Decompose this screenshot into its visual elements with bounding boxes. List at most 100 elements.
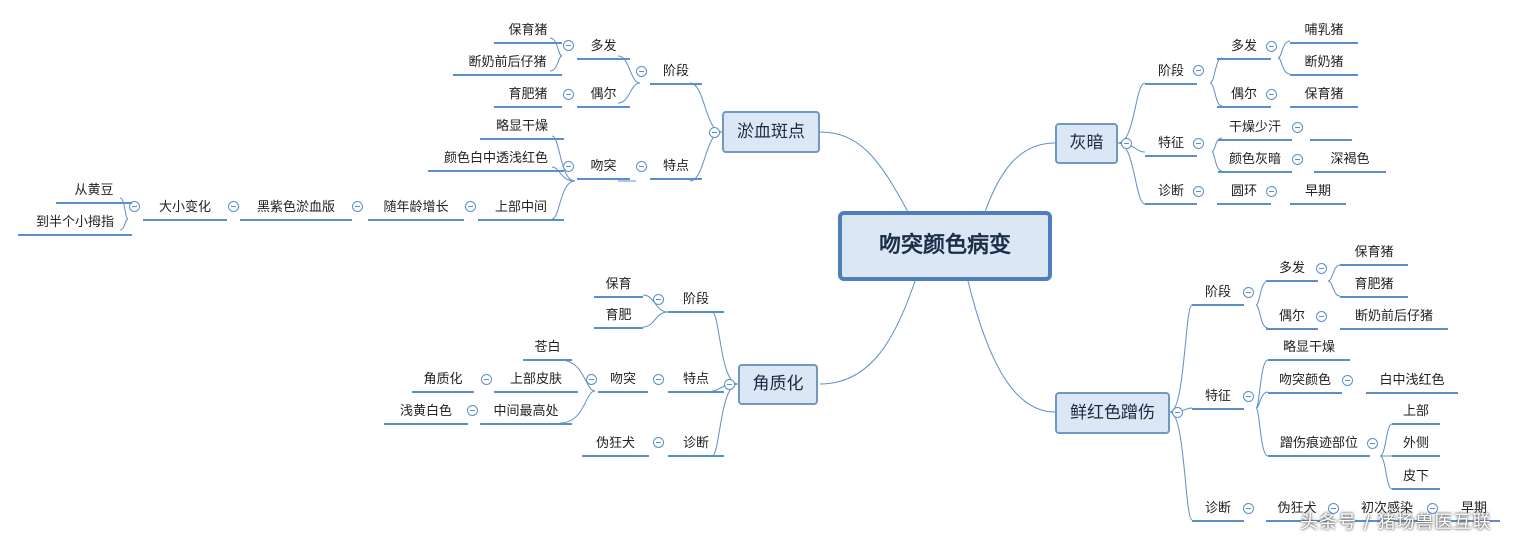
topic-node[interactable]: 黑紫色淤血版 xyxy=(240,200,352,221)
topic-node[interactable]: 圆环 xyxy=(1217,184,1271,205)
collapse-toggle-icon[interactable] xyxy=(653,374,664,385)
collapse-toggle-icon[interactable] xyxy=(1427,503,1438,514)
topic-node[interactable]: 略显干燥 xyxy=(480,119,564,140)
topic-node[interactable]: 蹭伤痕迹部位 xyxy=(1268,436,1370,457)
topic-node[interactable]: 多发 xyxy=(1266,261,1318,282)
branch-jiaozhihua[interactable]: 角质化 xyxy=(738,364,818,405)
collapse-toggle-icon[interactable] xyxy=(352,201,363,212)
topic-node[interactable]: 中间最高处 xyxy=(480,404,572,425)
topic-node[interactable]: 吻突 xyxy=(598,372,648,393)
topic-node[interactable]: 深褐色 xyxy=(1314,152,1386,173)
collapse-toggle-icon[interactable] xyxy=(465,201,476,212)
topic-node[interactable]: 吻突颜色 xyxy=(1268,373,1342,394)
topic-node[interactable]: 干燥少汗 xyxy=(1218,120,1292,141)
topic-node[interactable]: 偶尔 xyxy=(1217,87,1271,108)
topic-node[interactable]: 早期 xyxy=(1448,501,1500,522)
topic-node[interactable]: 上部 xyxy=(1392,404,1440,425)
topic-node[interactable]: 外侧 xyxy=(1392,436,1440,457)
branch-yuxue-bandian[interactable]: 淤血斑点 xyxy=(722,111,820,153)
topic-node[interactable]: 白中浅红色 xyxy=(1366,373,1458,394)
collapse-toggle-icon[interactable] xyxy=(467,405,478,416)
branch-xianhongse-cengshang[interactable]: 鲜红色蹭伤 xyxy=(1055,392,1170,434)
topic-node[interactable]: 特点 xyxy=(668,372,724,393)
topic-node[interactable]: 偶尔 xyxy=(1266,309,1318,330)
collapse-toggle-icon[interactable] xyxy=(636,161,647,172)
collapse-toggle-icon[interactable] xyxy=(129,201,140,212)
collapse-toggle-icon[interactable] xyxy=(653,437,664,448)
topic-node[interactable]: 保育猪 xyxy=(1340,245,1408,266)
topic-node[interactable]: 特征 xyxy=(1192,389,1244,410)
topic-node[interactable]: 初次感染 xyxy=(1350,501,1424,522)
topic-node[interactable]: 阶段 xyxy=(650,64,702,85)
topic-node[interactable]: 大小变化 xyxy=(143,200,227,221)
topic-node[interactable]: 上部中间 xyxy=(478,200,564,221)
collapse-toggle-icon[interactable] xyxy=(1316,311,1327,322)
topic-node[interactable]: 特点 xyxy=(650,159,702,180)
collapse-toggle-icon[interactable] xyxy=(1328,503,1339,514)
collapse-toggle-icon[interactable] xyxy=(586,374,597,385)
topic-node[interactable]: 阶段 xyxy=(1192,285,1244,306)
topic-node[interactable]: 随年龄增长 xyxy=(368,200,464,221)
topic-node-empty[interactable] xyxy=(1310,120,1352,141)
collapse-toggle-icon[interactable] xyxy=(563,161,574,172)
topic-node[interactable]: 吻突 xyxy=(577,159,630,180)
topic-node[interactable]: 浅黄白色 xyxy=(384,404,468,425)
collapse-toggle-icon[interactable] xyxy=(1172,407,1183,418)
collapse-toggle-icon[interactable] xyxy=(653,294,664,305)
topic-node[interactable]: 哺乳猪 xyxy=(1290,23,1358,44)
collapse-toggle-icon[interactable] xyxy=(1292,154,1303,165)
topic-node[interactable]: 诊断 xyxy=(1192,501,1244,522)
collapse-toggle-icon[interactable] xyxy=(1193,65,1204,76)
collapse-toggle-icon[interactable] xyxy=(1121,138,1132,149)
root-topic[interactable]: 吻突颜色病变 xyxy=(838,211,1052,281)
topic-node[interactable]: 多发 xyxy=(577,39,630,60)
collapse-toggle-icon[interactable] xyxy=(1243,391,1254,402)
topic-node[interactable]: 诊断 xyxy=(668,436,724,457)
topic-node[interactable]: 上部皮肤 xyxy=(494,372,578,393)
collapse-toggle-icon[interactable] xyxy=(636,66,647,77)
topic-node[interactable]: 颜色灰暗 xyxy=(1218,152,1292,173)
topic-node[interactable]: 多发 xyxy=(1217,39,1271,60)
collapse-toggle-icon[interactable] xyxy=(1193,186,1204,197)
collapse-toggle-icon[interactable] xyxy=(228,201,239,212)
topic-node[interactable]: 育肥猪 xyxy=(1340,277,1408,298)
topic-node[interactable]: 育肥猪 xyxy=(494,87,562,108)
branch-huian[interactable]: 灰暗 xyxy=(1055,123,1118,164)
topic-node[interactable]: 伪狂犬 xyxy=(1266,501,1328,522)
collapse-toggle-icon[interactable] xyxy=(1193,138,1204,149)
topic-node[interactable]: 保育猪 xyxy=(494,23,562,44)
topic-node[interactable]: 苍白 xyxy=(523,340,572,361)
collapse-toggle-icon[interactable] xyxy=(1243,503,1254,514)
collapse-toggle-icon[interactable] xyxy=(481,374,492,385)
topic-node[interactable]: 保育猪 xyxy=(1290,87,1358,108)
topic-node[interactable]: 特征 xyxy=(1145,136,1197,157)
topic-node[interactable]: 角质化 xyxy=(412,372,474,393)
topic-node[interactable]: 从黄豆 xyxy=(56,183,132,204)
collapse-toggle-icon[interactable] xyxy=(563,40,574,51)
topic-node[interactable]: 断奶前后仔猪 xyxy=(453,55,562,76)
topic-node[interactable]: 保育 xyxy=(594,277,643,298)
topic-node[interactable]: 阶段 xyxy=(668,292,724,313)
topic-node[interactable]: 阶段 xyxy=(1145,64,1197,85)
collapse-toggle-icon[interactable] xyxy=(724,379,735,390)
collapse-toggle-icon[interactable] xyxy=(1266,186,1277,197)
topic-node[interactable]: 略显干燥 xyxy=(1268,340,1350,361)
topic-node[interactable]: 断奶前后仔猪 xyxy=(1340,309,1448,330)
topic-node[interactable]: 到半个小拇指 xyxy=(18,215,132,236)
topic-node[interactable]: 偶尔 xyxy=(577,87,630,108)
collapse-toggle-icon[interactable] xyxy=(1266,89,1277,100)
collapse-toggle-icon[interactable] xyxy=(1243,287,1254,298)
topic-node[interactable]: 诊断 xyxy=(1145,184,1197,205)
topic-node[interactable]: 早期 xyxy=(1290,184,1346,205)
collapse-toggle-icon[interactable] xyxy=(563,89,574,100)
topic-node[interactable]: 皮下 xyxy=(1392,469,1440,490)
collapse-toggle-icon[interactable] xyxy=(1316,263,1327,274)
topic-node[interactable]: 断奶猪 xyxy=(1290,55,1358,76)
collapse-toggle-icon[interactable] xyxy=(1367,438,1378,449)
collapse-toggle-icon[interactable] xyxy=(1292,122,1303,133)
collapse-toggle-icon[interactable] xyxy=(709,127,720,138)
collapse-toggle-icon[interactable] xyxy=(1342,375,1353,386)
topic-node[interactable]: 伪狂犬 xyxy=(582,436,649,457)
collapse-toggle-icon[interactable] xyxy=(1266,41,1277,52)
topic-node[interactable]: 颜色白中透浅红色 xyxy=(428,151,564,172)
